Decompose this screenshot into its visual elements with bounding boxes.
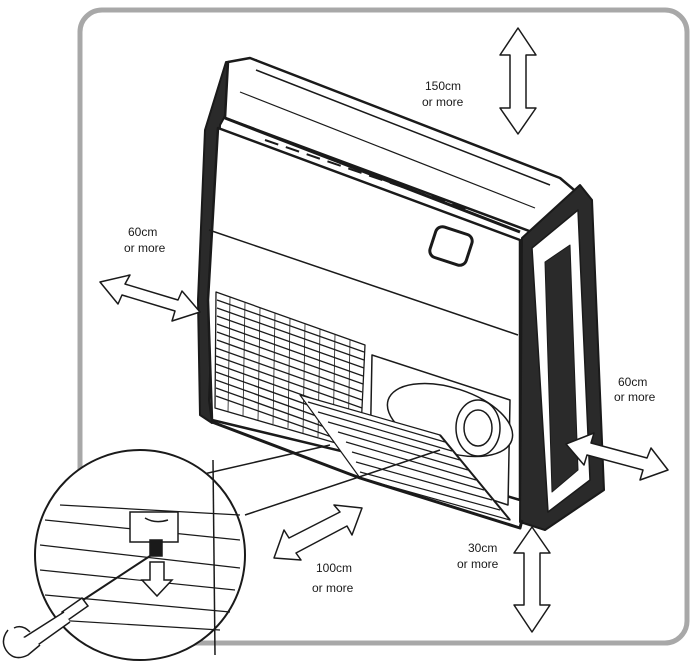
front-clearance-arrow bbox=[273, 504, 363, 561]
right-clearance-qualifier: or more bbox=[614, 390, 656, 404]
bottom-clearance-arrow bbox=[513, 526, 551, 633]
left-clearance-distance: 60cm bbox=[128, 225, 157, 239]
filter-grille bbox=[299, 394, 511, 521]
clearance-arrows bbox=[99, 27, 669, 633]
latch bbox=[129, 511, 179, 557]
detail-callout bbox=[2, 444, 441, 661]
top-clearance-distance: 150cm bbox=[425, 79, 461, 93]
bottom-clearance-qualifier: or more bbox=[457, 557, 499, 571]
screwdriver-icon bbox=[2, 555, 151, 659]
diagram-frame bbox=[77, 7, 690, 646]
indoor-unit bbox=[197, 56, 605, 531]
left-clearance-arrow bbox=[99, 274, 201, 322]
right-clearance-distance: 60cm bbox=[618, 375, 647, 389]
down-arrow-icon bbox=[140, 561, 174, 598]
right-clearance-arrow bbox=[565, 432, 669, 481]
front-clearance-qualifier: or more bbox=[312, 581, 354, 595]
bottom-clearance-distance: 30cm bbox=[468, 541, 497, 555]
left-clearance-qualifier: or more bbox=[124, 241, 166, 255]
clearance-labels: 150cm or more 60cm or more 60cm or more … bbox=[124, 79, 656, 595]
top-clearance-arrow bbox=[499, 27, 537, 135]
display-window-icon bbox=[428, 225, 474, 267]
front-clearance-distance: 100cm bbox=[316, 561, 352, 575]
detail-magnifier bbox=[34, 449, 246, 661]
top-clearance-qualifier: or more bbox=[422, 95, 464, 109]
